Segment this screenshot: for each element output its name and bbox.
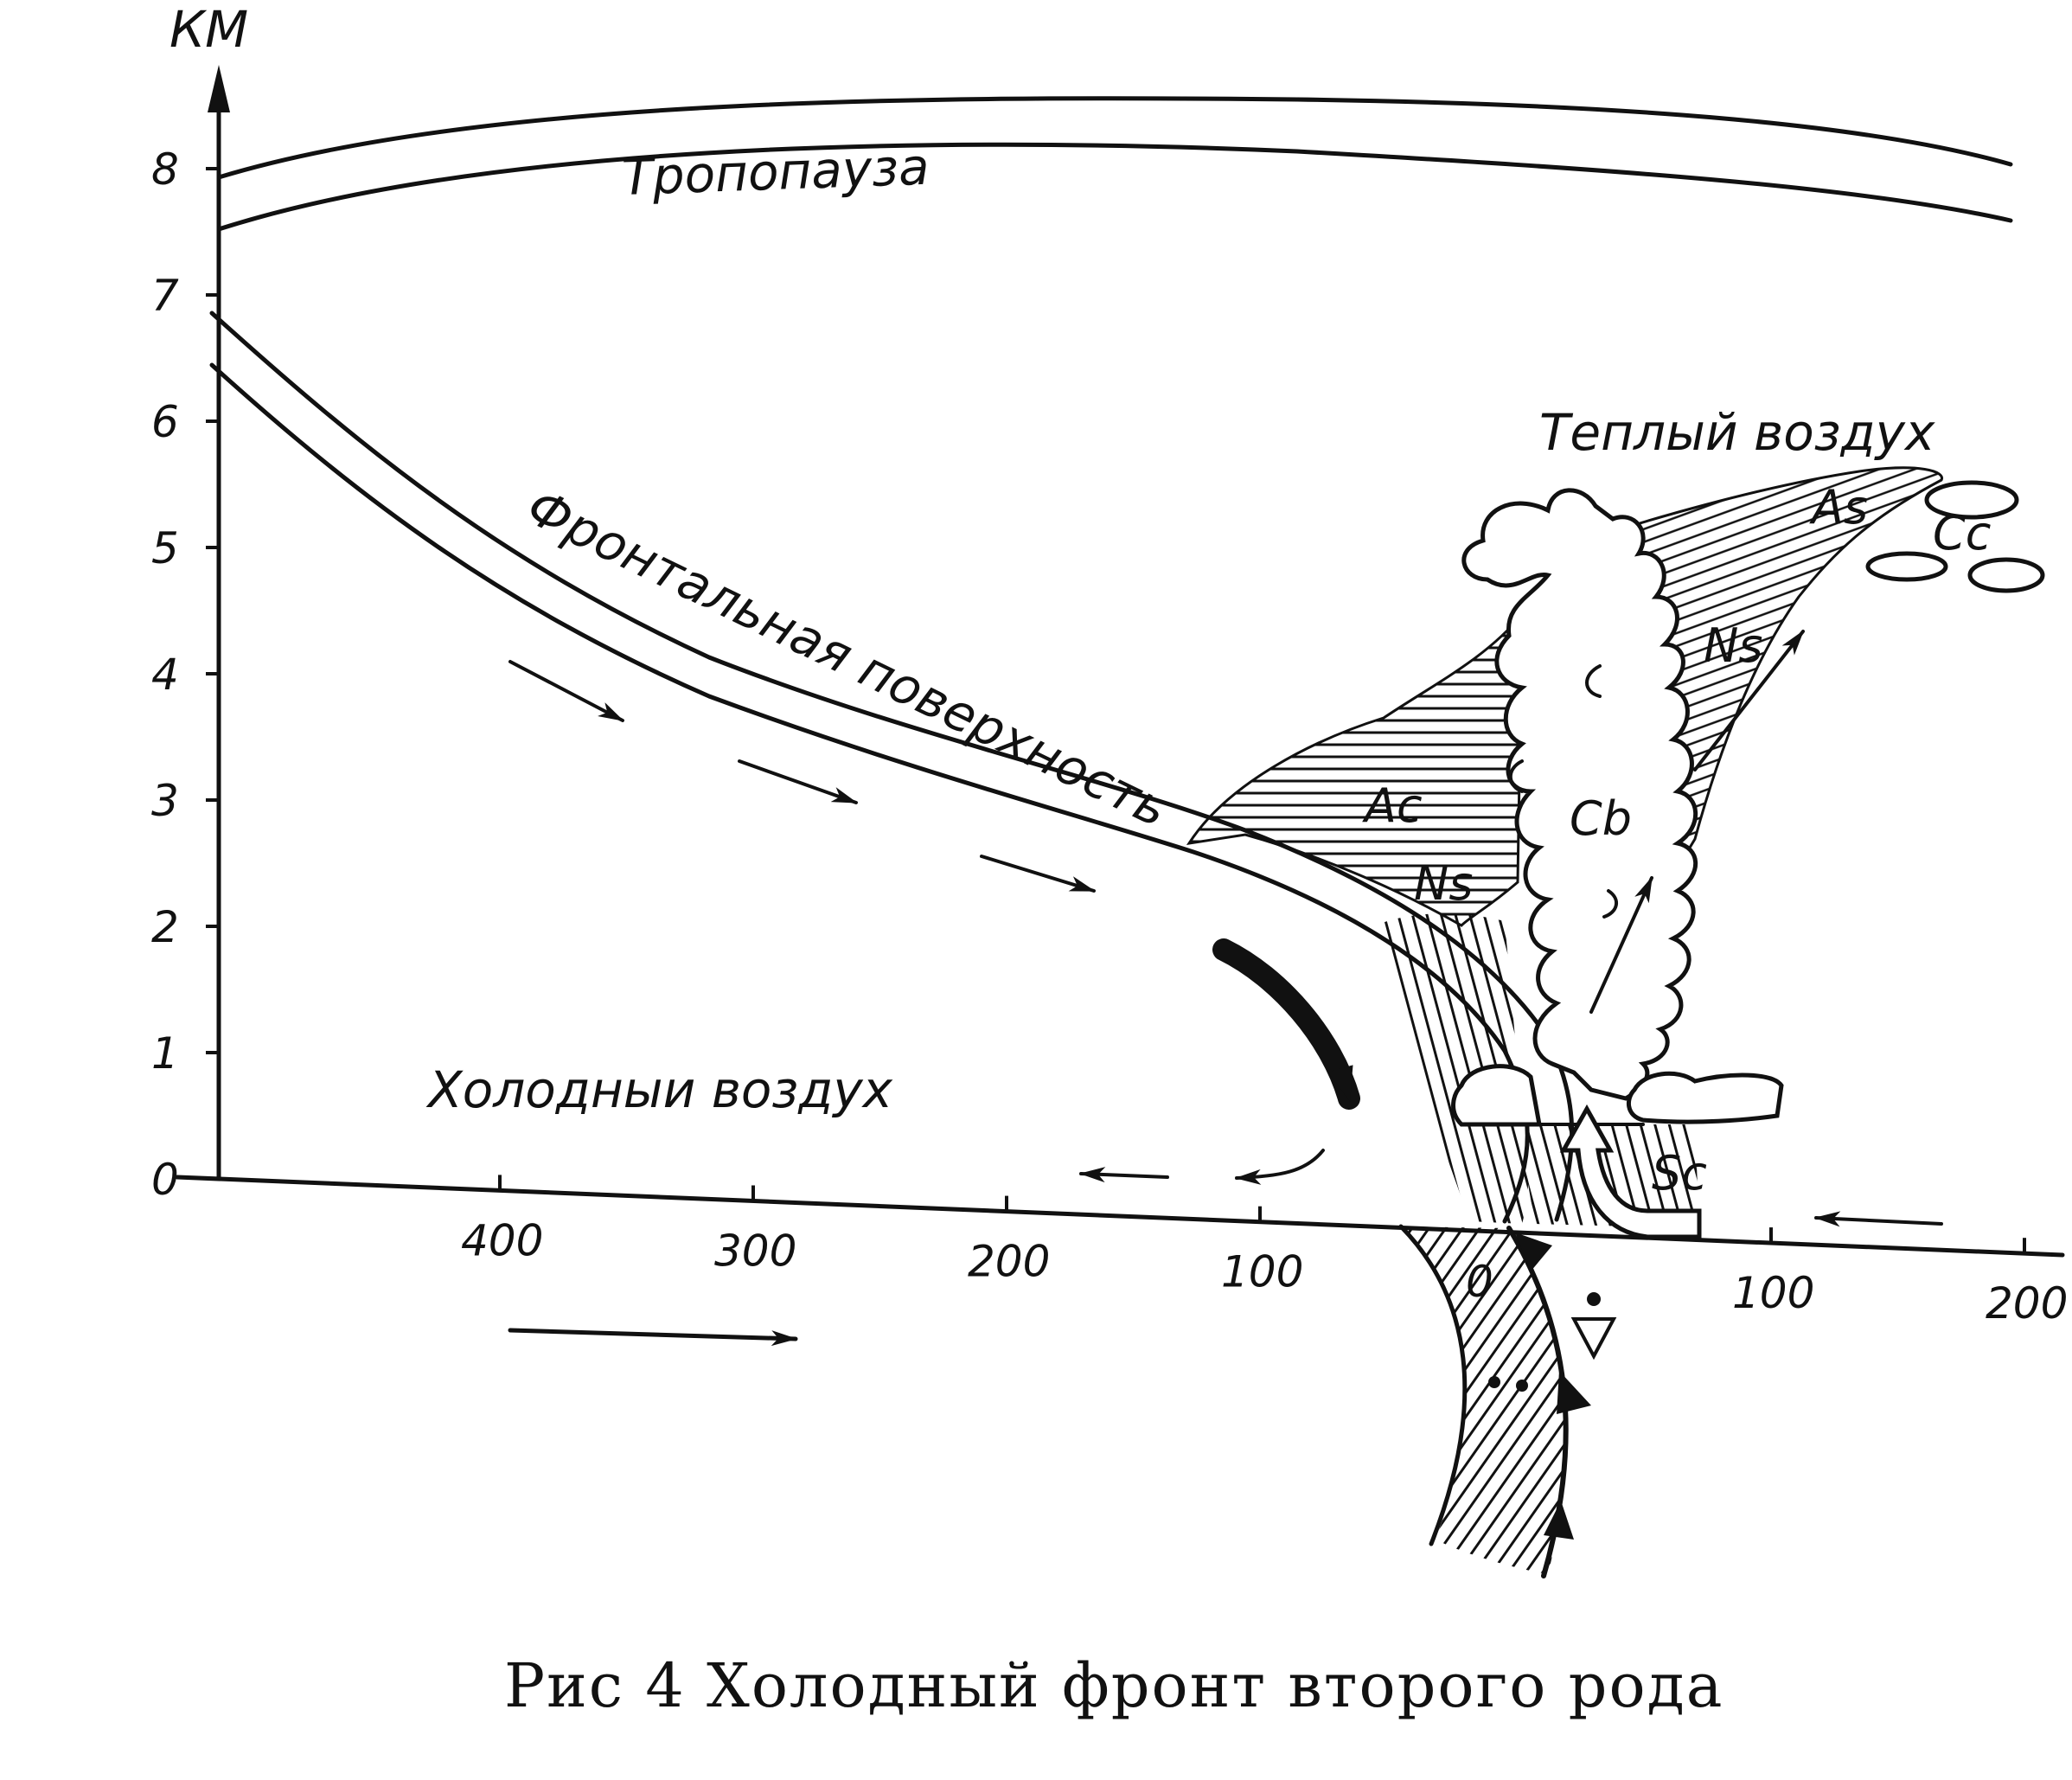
cloud-label-cc: Cc (1933, 506, 1991, 560)
sc-cloud-right (1626, 1071, 1784, 1124)
tropopause-line: Тропопауза (216, 96, 2013, 232)
cloud-label-sc: Sc (1652, 1146, 1707, 1201)
y-axis-unit: КМ (169, 0, 248, 59)
cc-cloudlet-3 (1967, 557, 2045, 593)
y-tick-label: 6 (151, 397, 179, 447)
figure-caption: Рис 4 Холодный фронт второго рода (504, 1650, 1723, 1721)
y-tick-label: 3 (151, 776, 179, 826)
frontal-surface-label: Фронтальная поверхность (518, 477, 1178, 838)
x-tick-label: 300 (714, 1226, 796, 1276)
x-tick-label: 400 (461, 1215, 543, 1265)
sc-cloud (1451, 1064, 1542, 1127)
x-axis: 4003002001000100200 (175, 1175, 2068, 1329)
precipitation-strip (1401, 1226, 1567, 1574)
cc-cloudlet-1 (1924, 480, 2019, 520)
cold-air-flow-arrows (508, 630, 1943, 1347)
y-axis: КМ 0 1 2 3 4 5 6 7 8 (151, 0, 248, 1205)
cold-air-label: Холодныи воздух (425, 1060, 893, 1119)
cloud-label-ns-upper: Ns (1704, 618, 1763, 673)
cb-cloud (1461, 488, 1698, 1101)
y-tick-label: 2 (151, 902, 179, 952)
x-tick-label: 100 (1221, 1247, 1303, 1297)
x-tick-label: 100 (1732, 1268, 1814, 1318)
tropopause-label: Тропопауза (621, 138, 930, 207)
precipitation-area-upper (1375, 913, 1529, 1224)
y-tick-label: 5 (151, 523, 179, 573)
y-tick-label: 4 (151, 650, 179, 700)
y-tick-label: 1 (151, 1028, 179, 1079)
warm-air-label: Теплый воздух (1539, 403, 1935, 462)
y-tick-label: 7 (151, 271, 179, 321)
x-tick-label: 200 (1986, 1278, 2068, 1329)
y-tick-label: 0 (151, 1155, 179, 1205)
surface-map-front (1398, 1224, 1617, 1578)
cc-cloudlet-2 (1865, 551, 1948, 582)
cloud-label-as: As (1809, 480, 1868, 535)
y-tick-label: 8 (151, 144, 179, 195)
cloud-label-cb: Cb (1570, 791, 1632, 846)
cloud-system: As Cc Ns Ac Cb Ns Sc (1186, 466, 2045, 1228)
cloud-label-ac: Ac (1362, 778, 1423, 833)
cloud-label-ns-lower: Ns (1414, 856, 1474, 911)
x-tick-label: 200 (968, 1237, 1050, 1287)
